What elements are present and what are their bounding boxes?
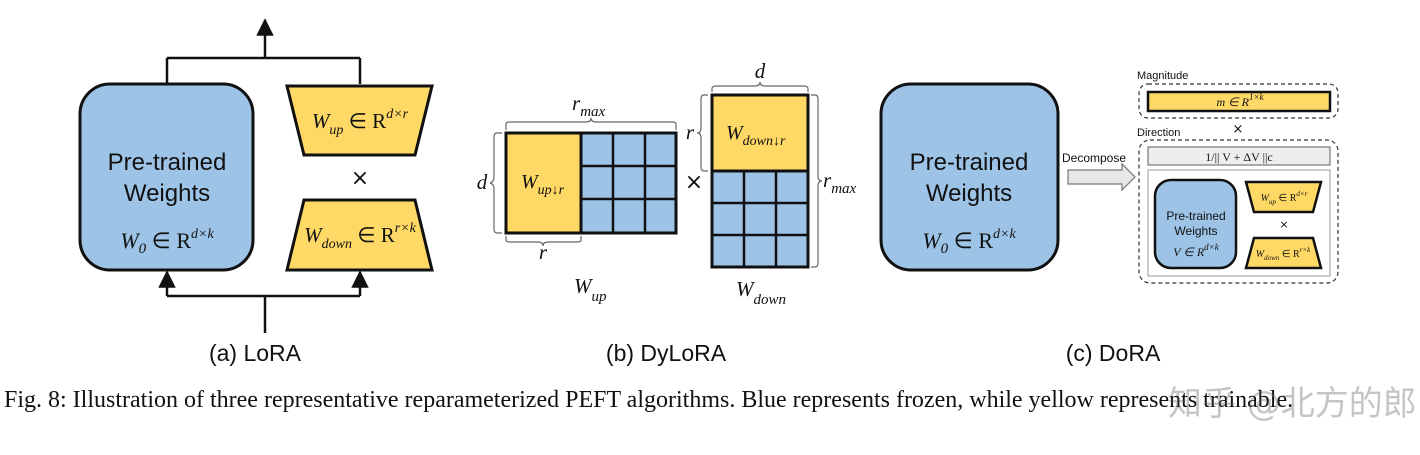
dylora-r-left-brace [696,94,708,172]
dora-magnitude-group [1138,83,1339,119]
dora-small-wdown [1244,236,1323,270]
dylora-wdown-caption: Wdown [736,277,786,308]
dylora-rmax-right-brace [811,94,823,268]
dylora-wdown-r-block [710,93,810,173]
dora-times-sign: × [1233,122,1244,137]
lora-wup-label: Wup ∈ Rd×r [312,107,409,138]
dora-norm-box [1147,146,1331,166]
dora-small-times: × [1279,218,1288,231]
dora-direction-group [1138,139,1339,284]
dylora-d-left-label: d [477,170,488,194]
lora-w0-label: W0 ∈ Rd×k [120,227,214,257]
dora-v-box [1153,178,1238,270]
dylora-d-top-brace [711,81,809,92]
dora-v-label: V ∈ Rd×k [1173,242,1219,259]
dora-pretrained-line2: Weights [926,180,1012,207]
dora-decompose-label: Decompose [1062,151,1126,165]
dora-decompose-arrow [1067,162,1136,192]
lora-pretrained-line2: Weights [124,180,210,207]
dora-direction-label: Direction [1137,127,1180,139]
dylora-rmax-top-label: rmax [572,91,606,120]
figure-caption: Fig. 8: Illustration of three representa… [4,387,1294,413]
dylora-r-left-label: r [686,120,695,144]
dylora-rmax-right-label: rmax [823,168,857,197]
dylora-panel: Wup↓r rmax d r × Wdown↓r d r rmax Wup Wd… [477,59,857,366]
watermark: 知乎 @北方的郎 [1168,384,1417,424]
dora-small-wup [1244,180,1323,214]
dora-panel: Pre-trained Weights W0 ∈ Rd×k Decompose … [879,70,1339,366]
dora-norm-label: 1/|| V + ΔV ||c [1205,150,1272,164]
dylora-wup-caption: Wup [574,274,607,305]
dylora-wdown-block-label: Wdown↓r [726,122,786,149]
dylora-wup-block-label: Wup↓r [521,171,565,198]
dora-v-line1: Pre-trained [1166,209,1225,223]
lora-pretrained-box [78,82,255,272]
lora-times-sign: × [351,166,369,191]
dora-m-label: m ∈ R1×k [1216,92,1264,109]
lora-wup-trapezoid [285,84,434,157]
dylora-times-sign: × [685,170,703,195]
dylora-r-bottom-brace [505,236,582,247]
dylora-caption: (b) DyLoRA [606,340,727,366]
dylora-d-left-brace [489,132,502,234]
dylora-r-bottom-label: r [539,240,548,264]
lora-panel: Pre-trained Weights W0 ∈ Rd×k Wup ∈ Rd×r… [78,18,434,366]
dora-magnitude-label: Magnitude [1137,70,1188,82]
dora-magnitude-vector [1146,90,1332,113]
dora-small-wdown-label: Wdown ∈ Rr×k [1256,246,1311,262]
dora-direction-inner [1147,169,1331,277]
dora-caption: (c) DoRA [1066,340,1161,366]
dora-v-line2: Weights [1174,224,1217,238]
dora-w0-label: W0 ∈ Rd×k [922,227,1016,257]
dylora-wup-r-block [504,131,583,235]
dora-small-wup-label: Wup ∈ Rd×r [1261,190,1308,206]
lora-wdown-label: Wdown ∈ Rr×k [304,221,417,252]
dora-pretrained-box [879,82,1060,272]
lora-wdown-trapezoid [285,198,434,272]
dylora-d-top-label: d [755,59,766,83]
dylora-rmax-top-brace [505,117,677,130]
lora-caption: (a) LoRA [209,340,302,366]
dora-pretrained-line1: Pre-trained [910,149,1029,176]
lora-pretrained-line1: Pre-trained [108,149,227,176]
